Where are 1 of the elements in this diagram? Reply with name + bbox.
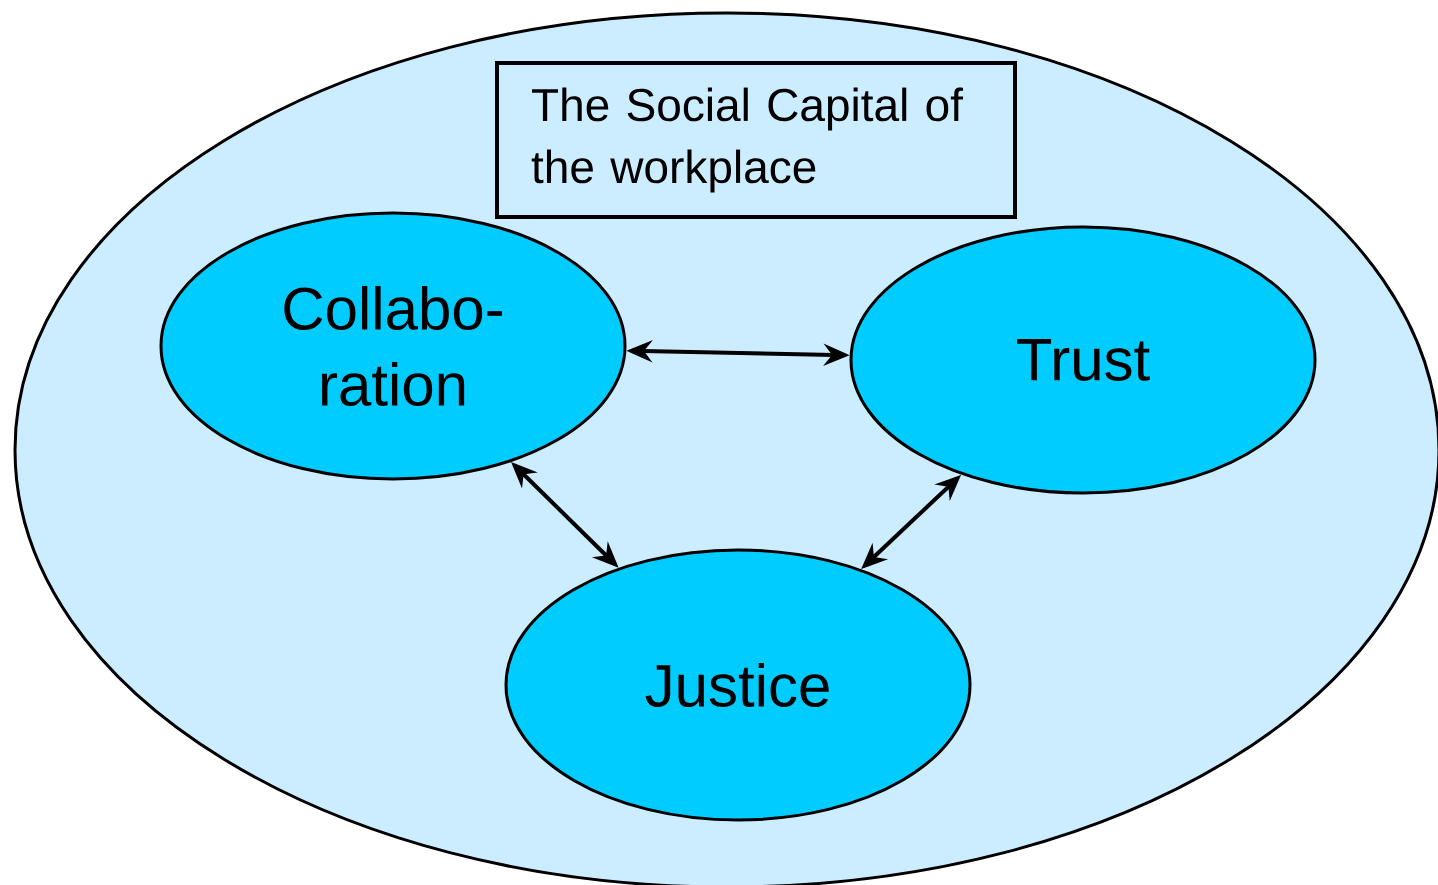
title-box: The Social Capital of the workplace (495, 61, 1017, 219)
